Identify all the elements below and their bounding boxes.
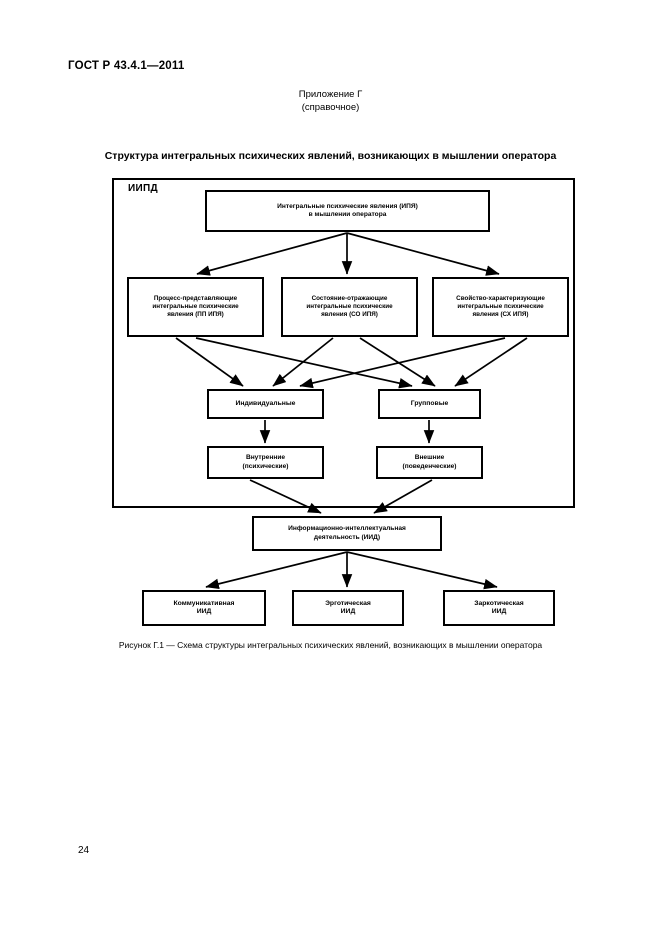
- node-pp-line1: Процесс-представляющие: [153, 295, 238, 303]
- node-ergotic-iid: Эрготическая ИИД: [292, 590, 404, 626]
- appendix-title: Приложение Г: [298, 89, 363, 100]
- node-ergotic-line1: Эрготическая: [325, 599, 371, 607]
- node-communicative-iid: Коммуникативная ИИД: [142, 590, 266, 626]
- node-group-label: Групповые: [410, 399, 449, 407]
- connector-group: [175, 232, 528, 590]
- node-iid-line2: деятельность (ИИД): [313, 533, 381, 541]
- node-information-intellectual-activity: Информационно-интеллектуальная деятельно…: [252, 516, 442, 551]
- node-so-line3: явления (СО ИПЯ): [321, 310, 378, 318]
- node-external-behavioural: Внешние (поведенческие): [376, 446, 483, 479]
- node-top-line2: в мышлении оператора: [308, 211, 387, 218]
- node-external-line2: (поведенческие): [402, 462, 457, 470]
- node-so-line2: интегральные психические: [306, 303, 393, 311]
- node-individual-label: Индивидуальные: [235, 399, 296, 407]
- edge-top-to-pp: [196, 232, 348, 276]
- node-internal-line1: Внутренние: [245, 454, 286, 462]
- node-sh-line1: Свойство-характеризующие: [456, 295, 545, 303]
- node-iid-line1: Информационно-интеллектуальная: [288, 525, 406, 533]
- edge-sh-to-individual: [299, 337, 506, 389]
- page-title: Структура интегральных психических явлен…: [104, 150, 557, 162]
- figure-caption: Рисунок Г.1 — Схема структуры интегральн…: [118, 640, 543, 650]
- standard-header: ГОСТ Р 43.4.1—2011: [68, 60, 185, 72]
- node-property-characterizing: Свойство-характеризующие интегральные пс…: [432, 277, 569, 337]
- node-communicative-line2: ИИД: [196, 608, 212, 615]
- edge-iid-to-communicative: [205, 551, 348, 590]
- appendix-label: Приложение Г (справочное): [0, 88, 661, 114]
- page-number: 24: [78, 845, 90, 856]
- node-ergotic-line2: ИИД: [340, 608, 356, 615]
- node-so-line1: Состояние-отражающие: [311, 295, 388, 303]
- node-individual: Индивидуальные: [207, 389, 324, 419]
- node-sh-line2: интегральные психические: [457, 303, 544, 311]
- edge-iid-to-zarkotic: [346, 551, 498, 590]
- node-pp-line3: явления (ПП ИПЯ): [167, 310, 224, 318]
- node-pp-line2: интегральные психические: [152, 303, 239, 311]
- edge-so-to-group: [359, 337, 436, 387]
- edge-pp-to-individual: [175, 337, 244, 387]
- iipd-container-label: ИИПД: [128, 183, 158, 194]
- edge-sh-to-group: [454, 337, 528, 387]
- node-zarkotic-line2: ИИД: [491, 608, 507, 615]
- iipd-container-frame: [112, 178, 575, 508]
- node-internal-line2: (психические): [242, 462, 289, 470]
- node-communicative-line1: Коммуникативная: [173, 599, 235, 607]
- node-internal-psychic: Внутренние (психические): [207, 446, 324, 479]
- node-state-reflecting: Состояние-отражающие интегральные психич…: [281, 277, 418, 337]
- node-process-representing: Процесс-представляющие интегральные псих…: [127, 277, 264, 337]
- edge-top-to-sh: [346, 232, 500, 276]
- node-zarkotic-iid: Заркотическая ИИД: [443, 590, 555, 626]
- node-external-line1: Внешние: [414, 454, 445, 462]
- node-top-line1: Интегральные психические явления (ИПЯ): [277, 202, 418, 210]
- node-sh-line3: явления (СХ ИПЯ): [472, 310, 529, 318]
- node-group: Групповые: [378, 389, 481, 419]
- node-zarkotic-line1: Заркотическая: [474, 599, 524, 607]
- node-integral-psychic-phenomena: Интегральные психические явления (ИПЯ) в…: [205, 190, 490, 232]
- edge-so-to-individual: [272, 337, 334, 387]
- appendix-subtitle: (справочное): [301, 102, 360, 113]
